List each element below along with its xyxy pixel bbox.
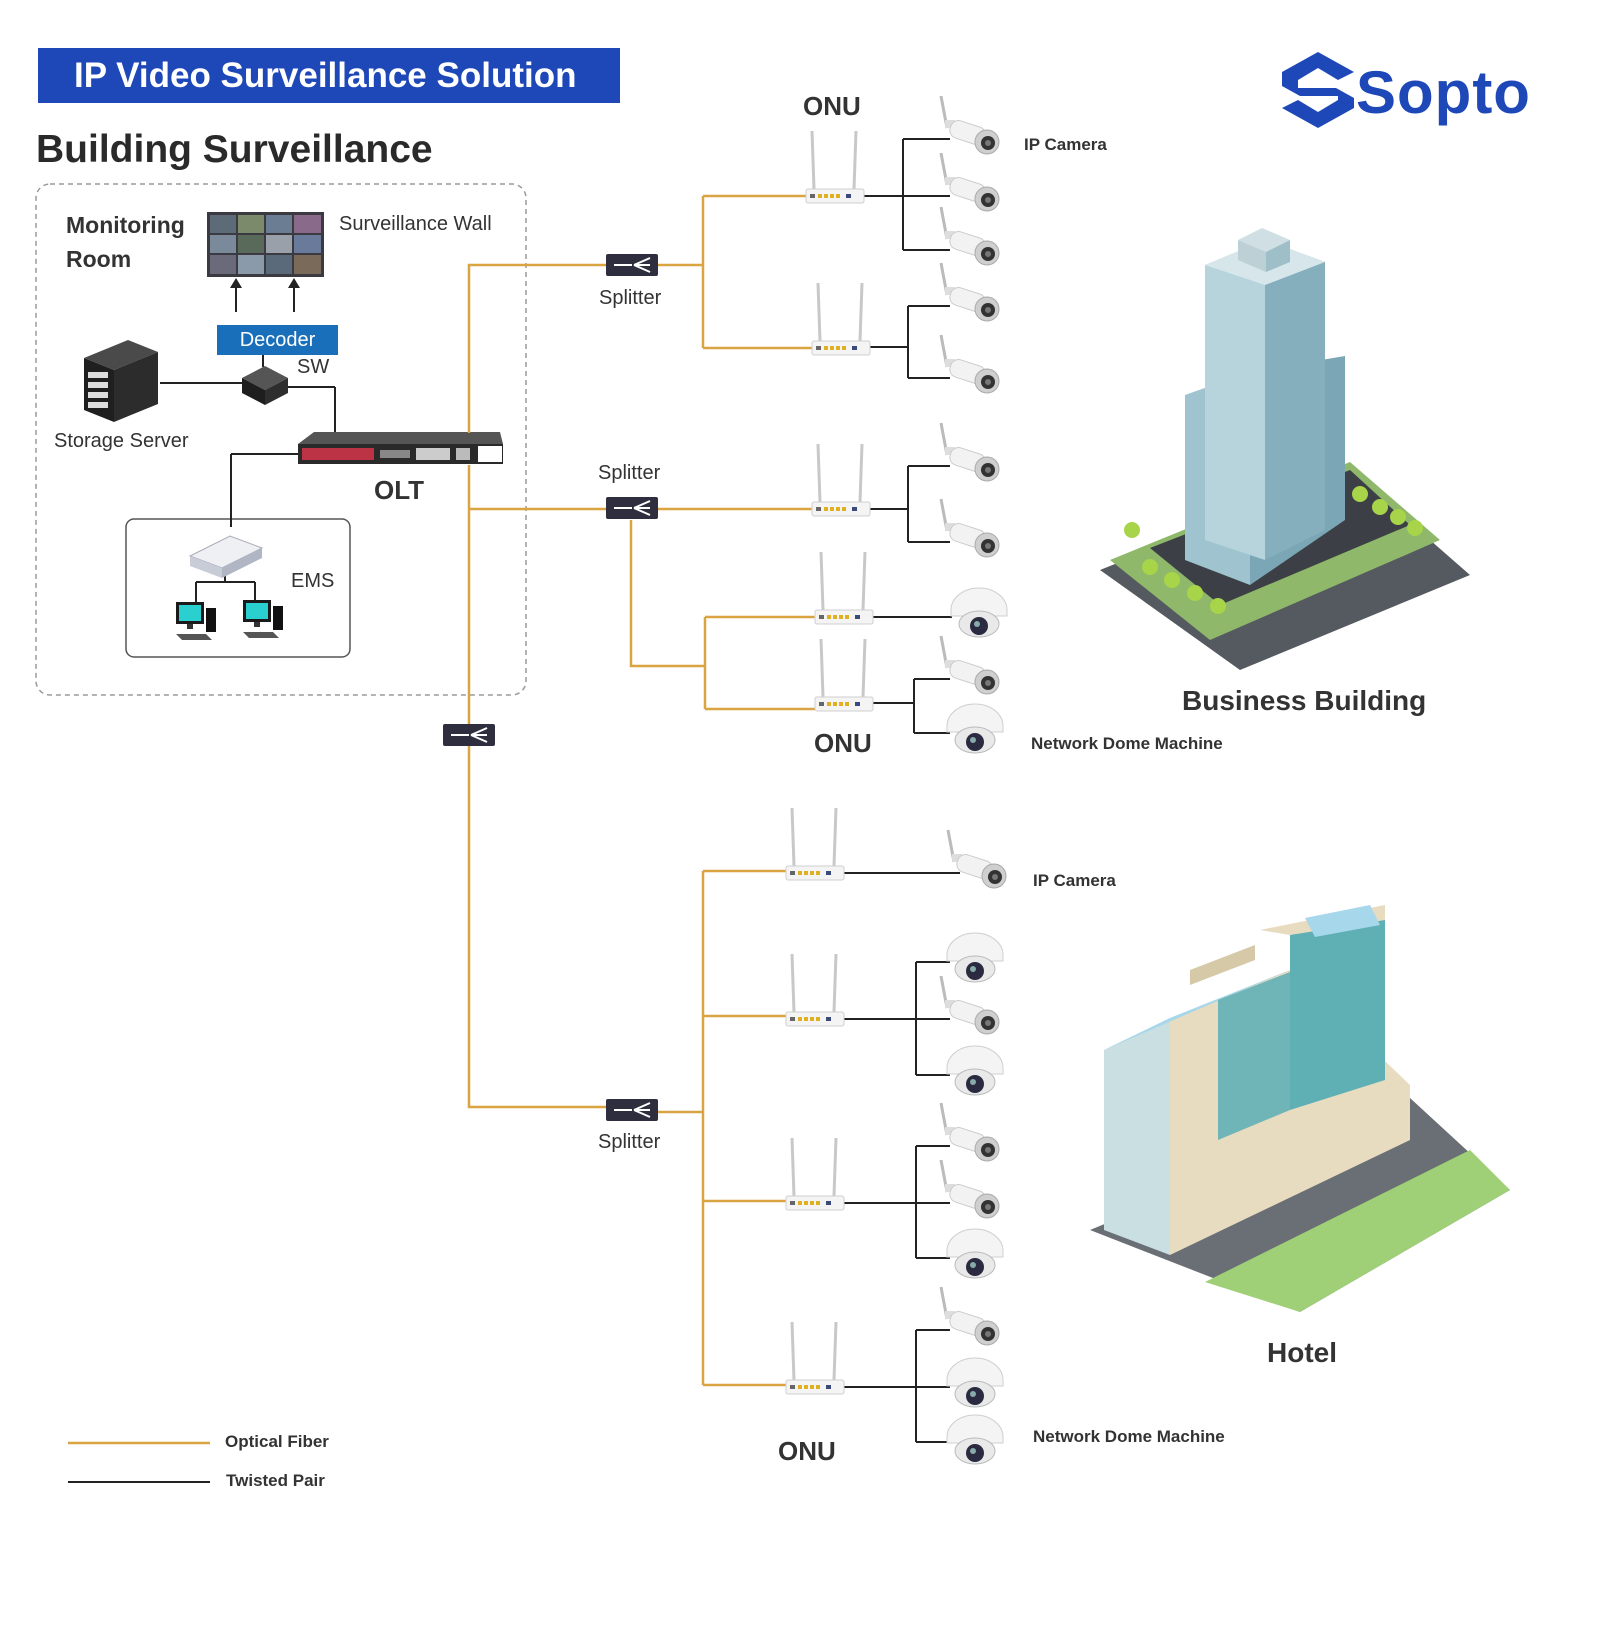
onu-5-icon xyxy=(813,637,875,713)
business-building-label: Business Building xyxy=(1182,685,1427,716)
legend-twisted-label: Twisted Pair xyxy=(226,1471,325,1490)
onu-6-icon xyxy=(784,806,846,882)
splitter-label-3: Splitter xyxy=(598,1131,661,1153)
onu-label-top: ONU xyxy=(803,91,861,121)
onu-4-icon xyxy=(813,550,875,626)
ip-camera-icon xyxy=(939,974,1001,1036)
onu-label-bottom: ONU xyxy=(778,1436,836,1466)
brand-name: Sopto xyxy=(1356,59,1531,126)
ems-pc-1-icon xyxy=(176,602,216,640)
ip-camera-icon xyxy=(946,828,1008,890)
ip-camera-icon xyxy=(939,261,1001,323)
splitter-3-icon xyxy=(605,1098,659,1122)
dome-label-bottom: Network Dome Machine xyxy=(1033,1427,1225,1446)
legend-fiber-label: Optical Fiber xyxy=(225,1432,329,1451)
switch-label: SW xyxy=(297,356,330,378)
ip-camera-icon xyxy=(939,151,1001,213)
ip-camera-icon xyxy=(939,497,1001,559)
switch-icon xyxy=(242,366,288,405)
ems-label: EMS xyxy=(291,570,335,592)
surveillance-wall-icon xyxy=(207,212,324,277)
olt-icon xyxy=(298,432,503,464)
onu-9-icon xyxy=(784,1320,846,1396)
onu-2-icon xyxy=(810,281,872,357)
olt-label: OLT xyxy=(374,475,425,505)
hotel-building-icon xyxy=(1090,905,1510,1312)
splitter-label-1: Splitter xyxy=(599,287,662,309)
ip-camera-icon xyxy=(939,205,1001,267)
banner-title: IP Video Surveillance Solution xyxy=(38,48,620,103)
ip-camera-icon xyxy=(939,634,1001,696)
onu-label-middle: ONU xyxy=(814,728,872,758)
ip-camera-icon xyxy=(939,1285,1001,1347)
splitter-label-2: Splitter xyxy=(598,462,661,484)
dome-camera-icon xyxy=(946,1357,1004,1408)
sopto-logo-icon xyxy=(1282,52,1354,128)
ip-camera-icon xyxy=(939,421,1001,483)
storage-server-icon xyxy=(84,340,158,422)
decoder-box: Decoder xyxy=(217,325,338,355)
ip-camera-label-top: IP Camera xyxy=(1024,135,1107,154)
dome-camera-icon xyxy=(946,1414,1004,1465)
ip-camera-icon xyxy=(939,94,1001,156)
ems-pc-2-icon xyxy=(243,600,283,638)
dome-label-top: Network Dome Machine xyxy=(1031,734,1223,753)
onu-3-icon xyxy=(810,442,872,518)
section-title: Building Surveillance xyxy=(36,128,433,171)
dome-camera-icon xyxy=(946,932,1004,983)
splitter-2-icon xyxy=(605,496,659,520)
onu-1-icon xyxy=(804,129,866,205)
splitter-trunk-icon xyxy=(442,723,496,747)
business-building-icon xyxy=(1100,228,1470,670)
splitter-1-icon xyxy=(605,253,659,277)
surveillance-wall-label: Surveillance Wall xyxy=(339,213,492,235)
dome-camera-icon xyxy=(950,587,1008,638)
hotel-label: Hotel xyxy=(1267,1337,1337,1368)
monitoring-room-title-2: Room xyxy=(66,246,132,272)
onu-8-icon xyxy=(784,1136,846,1212)
dome-camera-icon xyxy=(946,1045,1004,1096)
ip-camera-label-bottom: IP Camera xyxy=(1033,871,1116,890)
ems-server-icon xyxy=(188,535,264,578)
onu-7-icon xyxy=(784,952,846,1028)
ip-camera-icon xyxy=(939,1101,1001,1163)
ip-camera-icon xyxy=(939,333,1001,395)
dome-camera-icon xyxy=(946,703,1004,754)
monitoring-room-title-1: Monitoring xyxy=(66,212,185,238)
dome-camera-icon xyxy=(946,1228,1004,1279)
ip-camera-icon xyxy=(939,1158,1001,1220)
storage-server-label: Storage Server xyxy=(54,430,189,452)
